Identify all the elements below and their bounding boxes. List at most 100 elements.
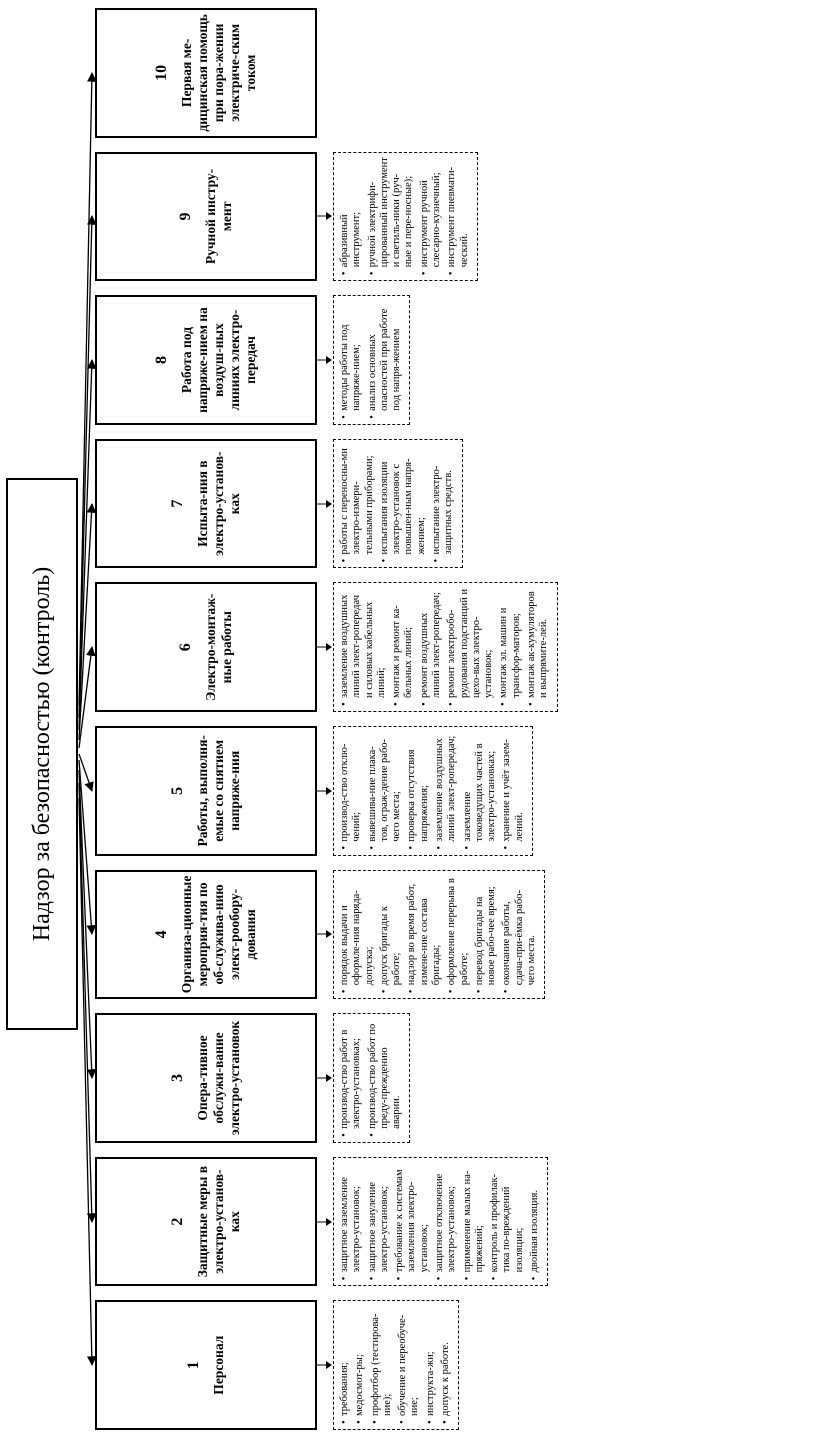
detail-list: производ-ство отклю-чений;вывешива-ние п… [339, 731, 526, 851]
detail-item: ремонт воздушных линий элект-ропередач; [419, 587, 444, 707]
detail-item: допуск к работе. [440, 1305, 452, 1425]
detail-item: требование к системам заземления электро… [394, 1162, 431, 1282]
branch-column-2: 2 Защитные меры в электро-установ-ках за… [95, 1156, 549, 1287]
detail-item: инструмент пневмати-ческий. [446, 157, 471, 277]
detail-box-1: требования;медосмот-ры; профотбор (тестир… [333, 1300, 460, 1430]
detail-item: инструмент ручной слесарно-кузнечный; [419, 157, 444, 277]
detail-item: ручной электрифи-цированный инструмент и… [367, 157, 416, 277]
topic-title: Опера-тивное обслужи-вание электро-устан… [195, 1020, 242, 1136]
detail-item: методы работы под напряже-нием; [339, 300, 364, 420]
detail-item: работы с переносны-ми электро-измери-тел… [339, 444, 376, 564]
detail-item: профотбор (тестирова-ние); [370, 1305, 395, 1425]
detail-box-7: работы с переносны-ми электро-измери-тел… [333, 438, 463, 569]
detail-box-3: производ-ство работ в электро-установках… [333, 1013, 411, 1143]
detail-item: контроль и профилак-тика по-вреждений из… [489, 1162, 526, 1282]
detail-item: заземление токоведущих частей в электро-… [462, 731, 499, 851]
topic-box-9: 9 Ручной инстру-мент [95, 151, 317, 282]
detail-item: хранение и учёт зазем-лений. [501, 731, 526, 851]
detail-item: применение малых на-пряжений; [462, 1162, 487, 1282]
branch-column-7: 7 Испыта-ния в электро-установ-ках работ… [95, 438, 463, 569]
topic-title: Первая ме-дицинская помощь при пора-жени… [179, 14, 258, 132]
detail-item: защитное заземление электро-установок; [339, 1162, 364, 1282]
branch-column-5: 5 Работы, выполня-емые со снятием напряж… [95, 726, 533, 856]
root-node: Надзор за безопасностью (контроль) [6, 478, 78, 1030]
detail-list: порядок выдачи и оформле-ния наряда-допу… [339, 875, 538, 995]
topic-title: Персонал [211, 1335, 227, 1395]
topic-number: 9 [177, 212, 195, 221]
detail-list: заземление воздушных линий элект-роперед… [339, 587, 551, 707]
detail-box-4: порядок выдачи и оформле-ния наряда-допу… [333, 869, 546, 1000]
detail-item: обучение и переобуче-ние; [397, 1305, 422, 1425]
detail-item: производ-ство работ по преду-преждению а… [367, 1018, 404, 1138]
detail-item: медосмот-ры; [354, 1305, 366, 1425]
arrow-down-icon [317, 439, 333, 569]
detail-box-9: абразивный инструмент;ручной электрифи-ц… [333, 151, 478, 282]
topic-title: Электро-монтаж-ные работы [203, 593, 234, 701]
topic-number: 1 [185, 1361, 203, 1370]
branch-column-6: 6 Электро-монтаж-ные работы заземление в… [95, 582, 558, 713]
detail-item: двойная изоляция. [529, 1162, 541, 1282]
detail-item: производ-ство отклю-чений; [339, 731, 364, 851]
topic-number: 6 [177, 643, 195, 652]
branch-column-10: 10 Первая ме-дицинская помощь при пора-ж… [95, 8, 317, 138]
topic-number: 2 [169, 1217, 187, 1226]
arrow-down-icon [317, 1300, 333, 1430]
detail-item: монтаж эл. машин и трансфор-маторов; [498, 587, 523, 707]
detail-box-8: методы работы под напряже-нием;анализ ос… [333, 295, 411, 425]
detail-box-6: заземление воздушных линий элект-роперед… [333, 582, 558, 713]
topic-box-4: 4 Организа-ционные мероприя-тия по об-сл… [95, 869, 317, 1000]
detail-item: окончание работы, сдача-при-ёмка рабо-че… [501, 875, 538, 995]
arrow-down-icon [317, 582, 333, 712]
detail-item: вывешива-ние плака-тов, ограж-дение рабо… [367, 731, 404, 851]
topic-box-10: 10 Первая ме-дицинская помощь при пора-ж… [95, 8, 317, 138]
detail-item: перевод бригады на новое рабо-чее время; [474, 875, 499, 995]
detail-list: защитное заземление электро-установок;за… [339, 1162, 541, 1282]
branch-column-9: 9 Ручной инстру-мент абразивный инструме… [95, 151, 478, 282]
detail-box-5: производ-ство отклю-чений;вывешива-ние п… [333, 726, 533, 856]
detail-item: заземление воздушных линий элект-роперед… [339, 587, 388, 707]
detail-box-2: защитное заземление электро-установок;за… [333, 1156, 549, 1287]
topic-box-8: 8 Работа под напряже-нием на воздуш-ных … [95, 295, 317, 425]
detail-item: абразивный инструмент; [339, 157, 364, 277]
detail-item: анализ основных опасностей при работе по… [367, 300, 404, 420]
branch-column-1: 1 Персонал требования;медосмот-ры; профот… [95, 1300, 460, 1430]
detail-list: требования;медосмот-ры; профотбор (тестир… [339, 1305, 452, 1425]
detail-item: проверка отсутствия напряжения; [406, 731, 431, 851]
topic-title: Работа под напряже-нием на воздуш-ных ли… [179, 307, 258, 413]
detail-item: испытания изоляции электро-установок с п… [379, 444, 428, 564]
arrow-down-icon [317, 1157, 333, 1287]
detail-item: инструкта-жи; [425, 1305, 437, 1425]
topic-box-6: 6 Электро-монтаж-ные работы [95, 582, 317, 713]
topic-box-1: 1 Персонал [95, 1300, 317, 1430]
topic-box-7: 7 Испыта-ния в электро-установ-ках [95, 438, 317, 569]
topic-number: 4 [153, 930, 171, 939]
arrow-down-icon [317, 870, 333, 1000]
topic-title: Защитные меры в электро-установ-ках [195, 1165, 242, 1278]
topic-number: 3 [169, 1074, 187, 1083]
detail-item: порядок выдачи и оформле-ния наряда-допу… [339, 875, 376, 995]
detail-item: монтаж и ремонт ка-бельных линий; [391, 587, 416, 707]
root-title: Надзор за безопасностью (контроль) [28, 566, 55, 942]
detail-item: испытание электро-защитных средств. [431, 444, 456, 564]
detail-item: требования; [339, 1305, 351, 1425]
branch-columns: 1 Персонал требования;медосмот-ры; профот… [95, 8, 558, 1430]
topic-title: Работы, выполня-емые со снятием напряже-… [195, 735, 242, 847]
topic-title: Организа-ционные мероприя-тия по об-служ… [179, 875, 258, 994]
detail-item: оформление перерыва в работе; [446, 875, 471, 995]
detail-item: защитное зануление электро-установок; [367, 1162, 392, 1282]
topic-box-5: 5 Работы, выполня-емые со снятием напряж… [95, 726, 317, 856]
detail-item: монтаж ак-кумуляторов и выпрямите-лей. [526, 587, 551, 707]
arrow-down-icon [317, 726, 333, 856]
topic-number: 7 [169, 499, 187, 508]
branch-column-4: 4 Организа-ционные мероприя-тия по об-сл… [95, 869, 546, 1000]
topic-box-3: 3 Опера-тивное обслужи-вание электро-уст… [95, 1013, 317, 1143]
branch-column-8: 8 Работа под напряже-нием на воздуш-ных … [95, 295, 411, 425]
detail-list: абразивный инструмент;ручной электрифи-ц… [339, 157, 471, 277]
arrow-down-icon [317, 295, 333, 425]
detail-list: производ-ство работ в электро-установках… [339, 1018, 403, 1138]
topic-title: Ручной инстру-мент [203, 168, 234, 265]
branch-column-3: 3 Опера-тивное обслужи-вание электро-уст… [95, 1013, 411, 1143]
topic-number: 5 [169, 786, 187, 795]
